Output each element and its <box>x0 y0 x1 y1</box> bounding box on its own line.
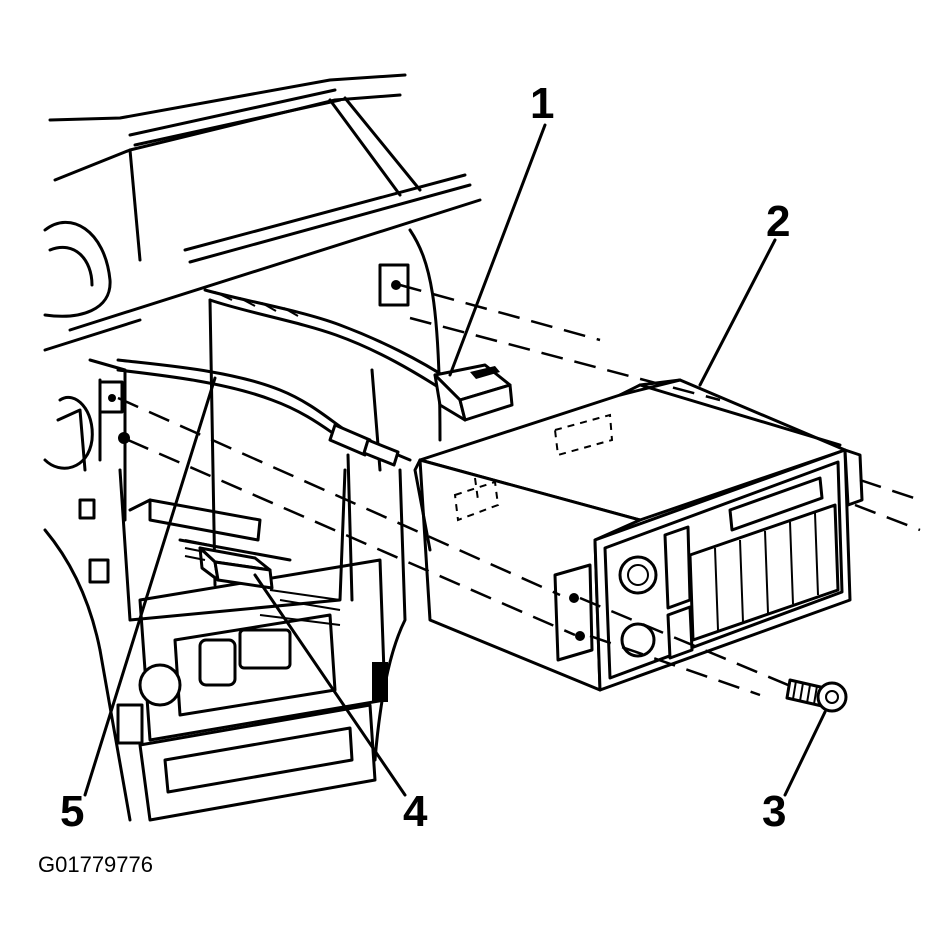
leader-line-2 <box>698 238 777 387</box>
leader-line-3 <box>783 710 827 797</box>
figure-id: G01779776 <box>38 852 153 877</box>
leader-line-5 <box>83 376 217 797</box>
wiring-harness <box>116 288 452 467</box>
callout-5: 5 <box>60 787 85 836</box>
radio-assembly <box>413 378 864 692</box>
leader-line-4 <box>253 573 407 797</box>
bolt <box>785 678 848 713</box>
callout-4: 4 <box>403 787 428 836</box>
instrument-panel <box>43 73 482 822</box>
leader-line-1 <box>448 123 547 377</box>
connector-1 <box>433 363 514 422</box>
alignment-lines <box>117 283 921 697</box>
callout-2: 2 <box>766 197 791 246</box>
callout-1: 1 <box>530 79 555 128</box>
callout-3: 3 <box>762 787 787 836</box>
leader-lines <box>83 123 827 797</box>
